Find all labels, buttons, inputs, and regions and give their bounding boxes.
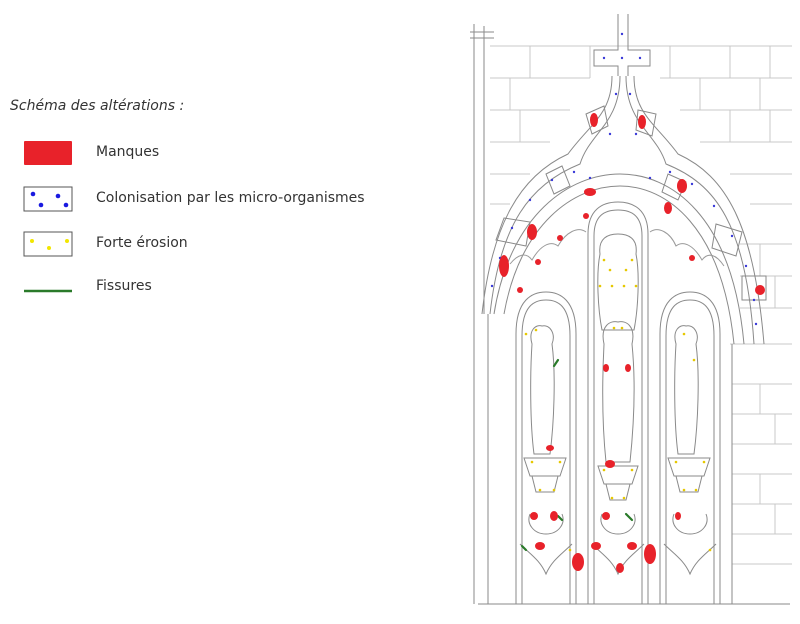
window-elevation-drawing [470,14,792,605]
legend-label-colonisation: Colonisation par les micro-organismes [96,190,365,206]
crack-swatch-icon [24,289,72,293]
legend-item-colonisation: Colonisation par les micro-organismes [22,186,402,212]
crack-marks [520,358,634,552]
missing-areas [499,113,765,573]
erosion-swatch-icon [23,231,73,257]
window-lights [515,201,733,604]
inner-arch [493,173,745,345]
ogee-outer-right [625,75,755,345]
statues [530,233,699,463]
pedestals [519,457,717,576]
inner-arch-2 [503,185,735,345]
micro-organisms-swatch-icon [23,186,73,212]
ogee-outer-left-2 [481,75,613,315]
ogee-outer-right-2 [633,75,765,345]
legend-item-fissures: Fissures [22,274,402,300]
finial-cross-left [593,14,619,76]
masonry-courses [490,45,792,565]
finial-cross-right [627,14,651,76]
left-cornice [470,31,494,39]
erosion-dots [524,258,712,552]
legend-item-manques: Manques [22,140,402,166]
legend: Schéma des altérations : Manques Colonis… [0,0,420,320]
micro-organism-dots [490,32,758,326]
ogee-outer-left [489,75,621,315]
legend-label-fissures: Fissures [96,278,152,294]
tracery-cusps [509,229,725,267]
missing-swatch-icon [24,141,72,165]
legend-label-erosion: Forte érosion [96,235,188,251]
legend-label-manques: Manques [96,144,160,160]
base-line [478,314,790,605]
legend-item-erosion: Forte érosion [22,231,402,257]
legend-title: Schéma des altérations : [10,98,185,114]
arch-voussoirs [495,105,767,301]
